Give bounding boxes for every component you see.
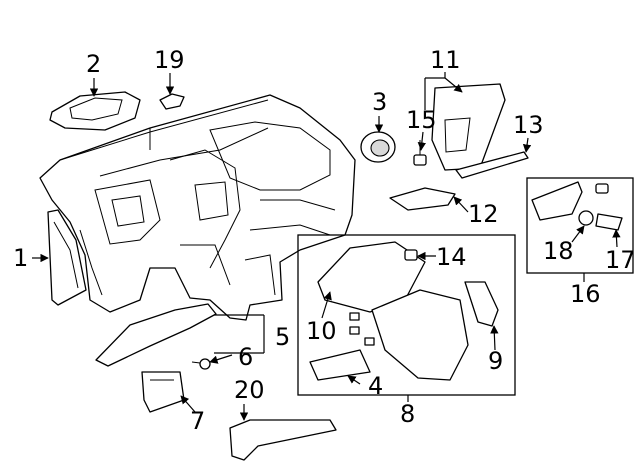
part-19-clip [159, 93, 185, 110]
callout-20: 20 [234, 376, 265, 404]
callout-10: 10 [306, 317, 337, 345]
part-10-housing [317, 241, 426, 313]
callout-1: 1 [13, 244, 28, 272]
part-3-knob [360, 131, 396, 163]
bezel-panel [371, 289, 469, 381]
callout-5: 5 [275, 323, 290, 351]
leader-lines [32, 72, 621, 421]
callout-17: 17 [605, 246, 636, 274]
part-14-screw [404, 249, 418, 261]
callout-3: 3 [372, 88, 387, 116]
callout-18: 18 [543, 237, 574, 265]
callout-16: 16 [570, 280, 601, 308]
part-8-group [297, 234, 516, 396]
callout-8: 8 [400, 400, 415, 428]
part-6-screw [191, 358, 211, 370]
part-5-knee-panel [95, 303, 217, 367]
callout-9: 9 [488, 347, 503, 375]
part-9-trim [464, 281, 499, 327]
callout-19: 19 [154, 46, 185, 74]
part-18-ring [578, 210, 594, 226]
instrument-panel-carrier [39, 94, 356, 321]
callout-15: 15 [406, 106, 437, 134]
callout-7: 7 [190, 407, 205, 435]
callout-11: 11 [430, 46, 461, 74]
part-12-trim [389, 187, 456, 211]
callout-6: 6 [238, 343, 253, 371]
part-4-vent [309, 349, 371, 381]
part-17-plug [595, 213, 623, 231]
callout-2: 2 [86, 50, 101, 78]
part-2-grille [49, 91, 141, 131]
part-7-bracket [141, 371, 185, 413]
callout-14: 14 [436, 243, 467, 271]
part-15-bolt [413, 140, 427, 166]
callout-12: 12 [468, 200, 499, 228]
part-1-end-panel [47, 209, 87, 306]
callout-13: 13 [513, 111, 544, 139]
part-20-brace [229, 419, 337, 461]
part-13-strip [455, 151, 529, 179]
callout-labels: 1 2 3 4 5 6 7 8 9 10 11 12 13 14 15 16 1… [13, 46, 636, 435]
part-11-glove-box [431, 83, 506, 171]
callout-4: 4 [368, 372, 383, 400]
